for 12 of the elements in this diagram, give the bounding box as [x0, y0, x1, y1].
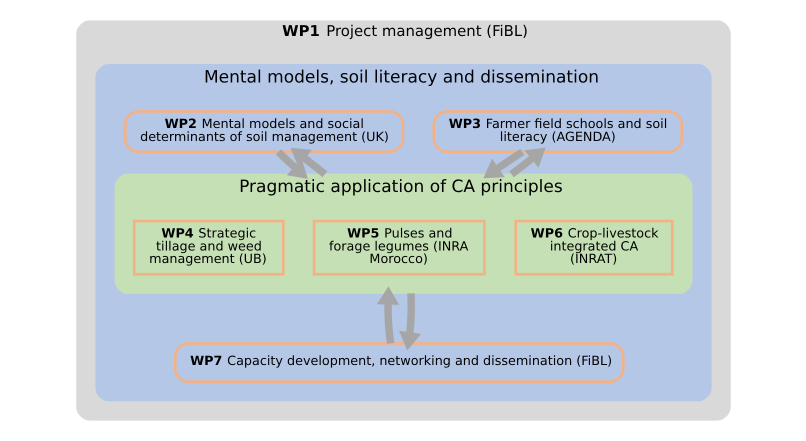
node-box: WP7 Capacity development, networking and dissemination (FiBL) — [173, 342, 624, 384]
arrow — [398, 293, 421, 350]
node-box: WP5 Pulses and forage legumes (INRA Morocco) — [312, 220, 486, 276]
arrow — [482, 148, 524, 178]
node-box: WP6 Crop-livestock integrated CA (INRAT) — [514, 220, 674, 276]
node-box: WP2 Mental models and social determinants of soil management (UK) — [123, 110, 404, 154]
arrow — [290, 148, 327, 178]
arrow — [376, 286, 399, 344]
node-box: WP3 Farmer field schools and soil literacy (AGENDA) — [432, 110, 683, 154]
arrow — [508, 148, 546, 178]
arrow — [275, 149, 308, 179]
node-box: WP4 Strategic tillage and weed management (UB) — [132, 220, 284, 276]
